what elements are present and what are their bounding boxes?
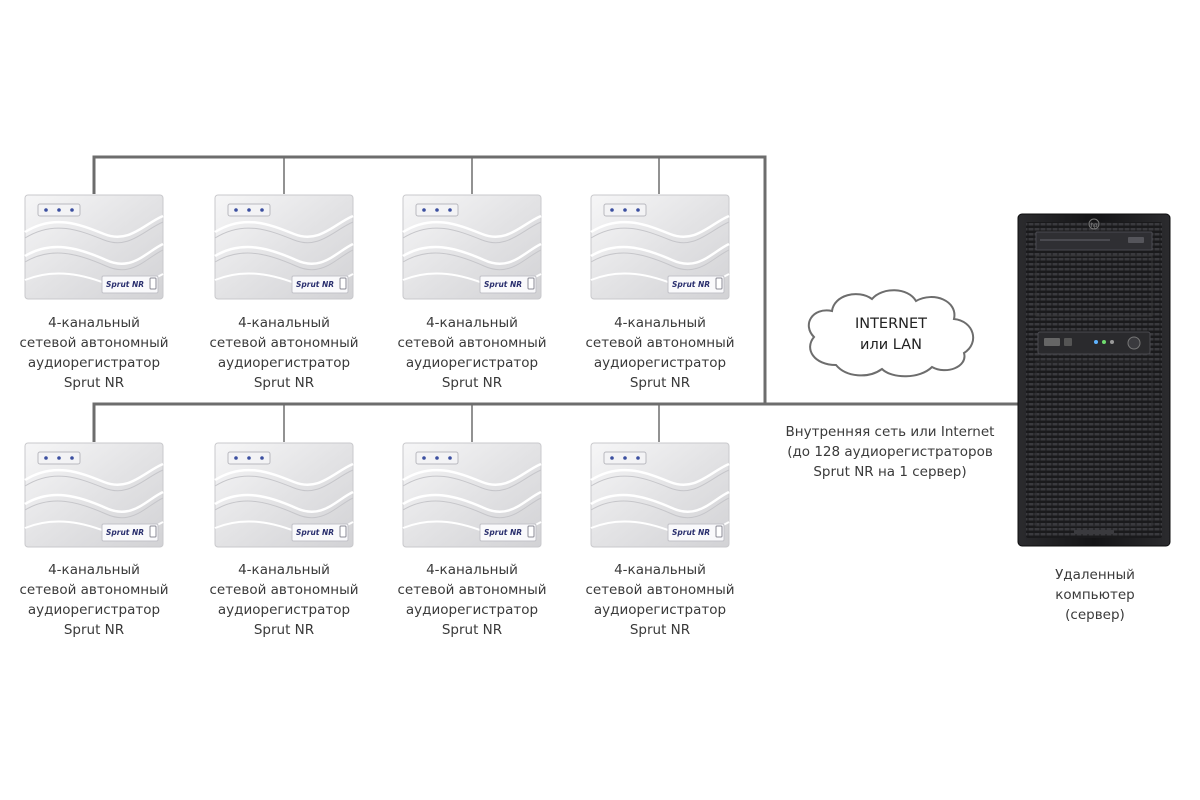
cloud-line-2: или LAN	[860, 337, 922, 353]
recorder-device-icon	[24, 194, 164, 300]
device-label-line: Sprut NR	[441, 622, 503, 638]
audio-recorder-device-4: Sprut NR	[590, 194, 730, 300]
device-brand-label: Sprut NR	[484, 280, 523, 289]
device-label-line: аудиорегистратор	[27, 602, 161, 618]
server-label-line-3: (сервер)	[1065, 607, 1125, 623]
network-description: Внутренняя сеть или Internet (до 128 ауд…	[770, 422, 1010, 482]
device-label-line: Sprut NR	[253, 622, 315, 638]
device-label-line: сетевой автономный	[19, 582, 169, 598]
device-label-line: аудиорегистратор	[593, 602, 727, 618]
device-label-line: 4-канальный	[48, 562, 140, 578]
device-label-6: 4-канальный сетевой автономный аудиорегист…	[189, 560, 379, 640]
recorder-device-icon	[402, 194, 542, 300]
recorder-device-icon	[590, 442, 730, 548]
device-label-line: 4-канальный	[426, 562, 518, 578]
device-brand-label: Sprut NR	[106, 280, 145, 289]
device-label-line: аудиорегистратор	[405, 355, 539, 371]
device-brand-label: Sprut NR	[296, 280, 335, 289]
device-label-8: 4-канальный сетевой автономный аудиорегист…	[565, 560, 755, 640]
audio-recorder-device-2: Sprut NR	[214, 194, 354, 300]
audio-recorder-device-1: Sprut NR	[24, 194, 164, 300]
device-label-line: Sprut NR	[441, 375, 503, 391]
server-label-line-1: Удаленный	[1055, 567, 1135, 583]
device-label-line: сетевой автономный	[585, 335, 735, 351]
server-logo: hp	[1091, 223, 1098, 229]
audio-recorder-device-8: Sprut NR	[590, 442, 730, 548]
device-label-line: 4-канальный	[238, 562, 330, 578]
audio-recorder-device-7: Sprut NR	[402, 442, 542, 548]
cloud-line-1: INTERNET	[854, 316, 928, 332]
device-label-line: сетевой автономный	[585, 582, 735, 598]
device-label-2: 4-канальный сетевой автономный аудиорегист…	[189, 313, 379, 393]
device-label-line: 4-канальный	[238, 315, 330, 331]
device-label-line: Sprut NR	[629, 375, 691, 391]
cloud-label: INTERNET или LAN	[796, 314, 986, 356]
device-label-line: сетевой автономный	[397, 582, 547, 598]
device-brand-label: Sprut NR	[296, 528, 335, 537]
device-label-line: Sprut NR	[63, 622, 125, 638]
audio-recorder-device-5: Sprut NR	[24, 442, 164, 548]
recorder-device-icon	[24, 442, 164, 548]
device-brand-label: Sprut NR	[484, 528, 523, 537]
device-label-line: аудиорегистратор	[217, 355, 351, 371]
audio-recorder-device-3: Sprut NR	[402, 194, 542, 300]
device-label-line: Sprut NR	[629, 622, 691, 638]
network-line-3: Sprut NR на 1 сервер)	[813, 464, 967, 480]
device-brand-label: Sprut NR	[672, 528, 711, 537]
server-label-line-2: компьютер	[1055, 587, 1135, 603]
device-label-line: сетевой автономный	[397, 335, 547, 351]
device-label-line: 4-канальный	[614, 315, 706, 331]
recorder-device-icon	[214, 194, 354, 300]
device-label-1: 4-канальный сетевой автономный аудиорегист…	[0, 313, 189, 393]
device-label-line: 4-канальный	[426, 315, 518, 331]
recorder-device-icon	[590, 194, 730, 300]
device-label-line: аудиорегистратор	[405, 602, 539, 618]
device-label-line: 4-канальный	[48, 315, 140, 331]
recorder-device-icon	[214, 442, 354, 548]
device-label-line: 4-канальный	[614, 562, 706, 578]
bottom-bus-line	[92, 402, 1020, 442]
device-label-3: 4-канальный сетевой автономный аудиорегист…	[377, 313, 567, 393]
device-label-line: Sprut NR	[253, 375, 315, 391]
audio-recorder-device-6: Sprut NR	[214, 442, 354, 548]
device-label-line: сетевой автономный	[209, 335, 359, 351]
device-label-line: аудиорегистратор	[27, 355, 161, 371]
device-label-line: сетевой автономный	[209, 582, 359, 598]
device-label-line: аудиорегистратор	[217, 602, 351, 618]
device-label-5: 4-канальный сетевой автономный аудиорегист…	[0, 560, 189, 640]
server-label: Удаленный компьютер (сервер)	[1020, 565, 1170, 625]
device-label-line: аудиорегистратор	[593, 355, 727, 371]
device-label-line: сетевой автономный	[19, 335, 169, 351]
network-line-2: (до 128 аудиорегистраторов	[787, 444, 993, 460]
device-brand-label: Sprut NR	[106, 528, 145, 537]
recorder-device-icon	[402, 442, 542, 548]
device-label-line: Sprut NR	[63, 375, 125, 391]
internet-cloud-icon	[807, 289, 975, 378]
device-label-7: 4-канальный сетевой автономный аудиорегист…	[377, 560, 567, 640]
server-tower-icon: hp	[1017, 213, 1171, 547]
device-brand-label: Sprut NR	[672, 280, 711, 289]
device-label-4: 4-канальный сетевой автономный аудиорегист…	[565, 313, 755, 393]
network-line-1: Внутренняя сеть или Internet	[785, 424, 995, 440]
